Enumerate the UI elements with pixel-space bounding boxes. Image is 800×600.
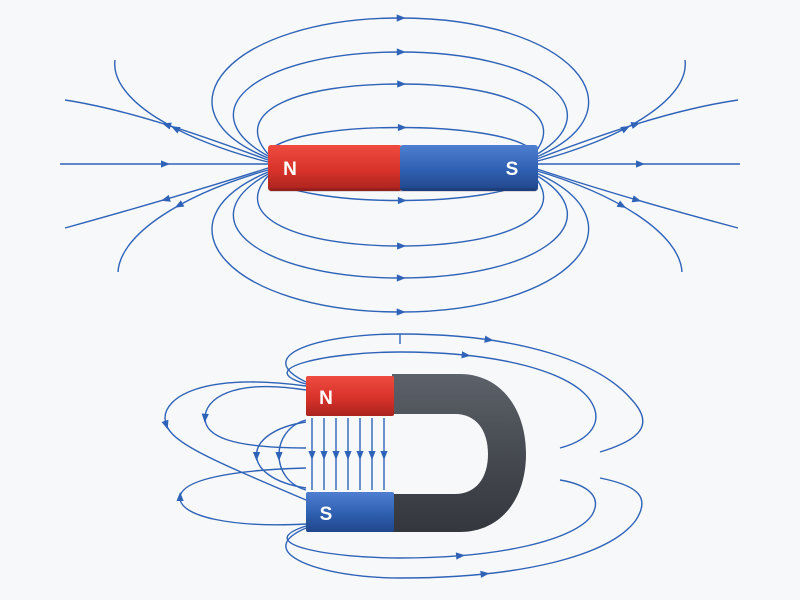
bar-magnet: N S xyxy=(268,145,538,192)
horseshoe-south-pole xyxy=(306,492,394,532)
bar-field-line xyxy=(533,99,739,161)
horseshoe-field-line xyxy=(286,479,597,559)
field-arrow-icon xyxy=(396,14,406,22)
field-arrow-icon xyxy=(161,419,169,430)
bar-magnet-south-label: S xyxy=(506,159,519,180)
bar-magnet-north-label: N xyxy=(283,159,297,180)
bar-magnet-shadow xyxy=(270,188,536,192)
field-arrow-icon xyxy=(252,452,261,461)
field-arrow-icon xyxy=(620,125,630,134)
bar-field-line xyxy=(256,83,545,155)
field-arrow-icon xyxy=(162,122,172,130)
field-arrow-icon xyxy=(396,308,406,316)
horseshoe-field-line xyxy=(179,467,307,526)
horseshoe-field-line xyxy=(204,385,307,449)
field-arrow-icon xyxy=(484,335,494,343)
bar-field-line xyxy=(533,59,686,163)
field-arrow-icon xyxy=(380,451,388,460)
horseshoe-body xyxy=(392,374,526,532)
field-arrow-icon xyxy=(308,451,316,460)
field-arrow-icon xyxy=(356,451,364,460)
bar-magnet-north-pole xyxy=(268,145,402,191)
horseshoe-north-label: N xyxy=(319,388,333,409)
field-arrow-icon xyxy=(397,123,407,132)
bar-field-line xyxy=(114,59,269,163)
field-arrow-icon xyxy=(397,196,407,205)
horseshoe-field-line xyxy=(164,381,307,501)
field-arrow-icon xyxy=(396,48,406,56)
field-arrow-icon xyxy=(201,413,209,423)
field-arrow-icon xyxy=(630,122,641,129)
horseshoe-field-line xyxy=(278,419,307,491)
horseshoe-north-pole xyxy=(306,376,394,416)
field-arrow-icon xyxy=(397,242,407,250)
bar-field-line xyxy=(211,171,590,313)
horseshoe-south-label: S xyxy=(320,504,333,525)
field-arrow-icon xyxy=(631,195,642,203)
field-arrow-icon xyxy=(161,160,170,168)
field-arrow-icon xyxy=(161,194,171,202)
bar-field-line xyxy=(211,17,590,159)
horseshoe-field-line xyxy=(286,351,597,449)
bar-field-line xyxy=(232,51,568,157)
horseshoe-field-line xyxy=(285,333,644,453)
field-arrow-icon xyxy=(332,451,340,460)
field-arrow-icon xyxy=(174,200,185,208)
field-arrow-icon xyxy=(176,492,184,502)
horseshoe-magnet: N S xyxy=(306,374,526,532)
field-arrow-icon xyxy=(275,452,283,461)
bar-field-line xyxy=(533,169,683,273)
field-arrow-icon xyxy=(455,552,466,560)
field-arrow-icon xyxy=(368,451,376,460)
field-arrow-icon xyxy=(344,451,352,460)
field-arrow-icon xyxy=(320,451,328,460)
horseshoe-field-line xyxy=(285,477,643,579)
bar-magnet-south-pole xyxy=(400,145,538,191)
horseshoe-field-lines xyxy=(164,333,644,579)
field-arrowheads xyxy=(161,14,645,578)
bar-field-line xyxy=(117,169,269,273)
field-arrow-icon xyxy=(396,274,406,282)
field-arrow-icon xyxy=(636,160,645,168)
field-arrow-icon xyxy=(461,351,471,359)
field-arrow-icon xyxy=(171,126,181,134)
field-arrow-icon xyxy=(616,200,627,209)
field-arrow-icon xyxy=(480,570,490,578)
field-arrow-icon xyxy=(397,80,407,88)
